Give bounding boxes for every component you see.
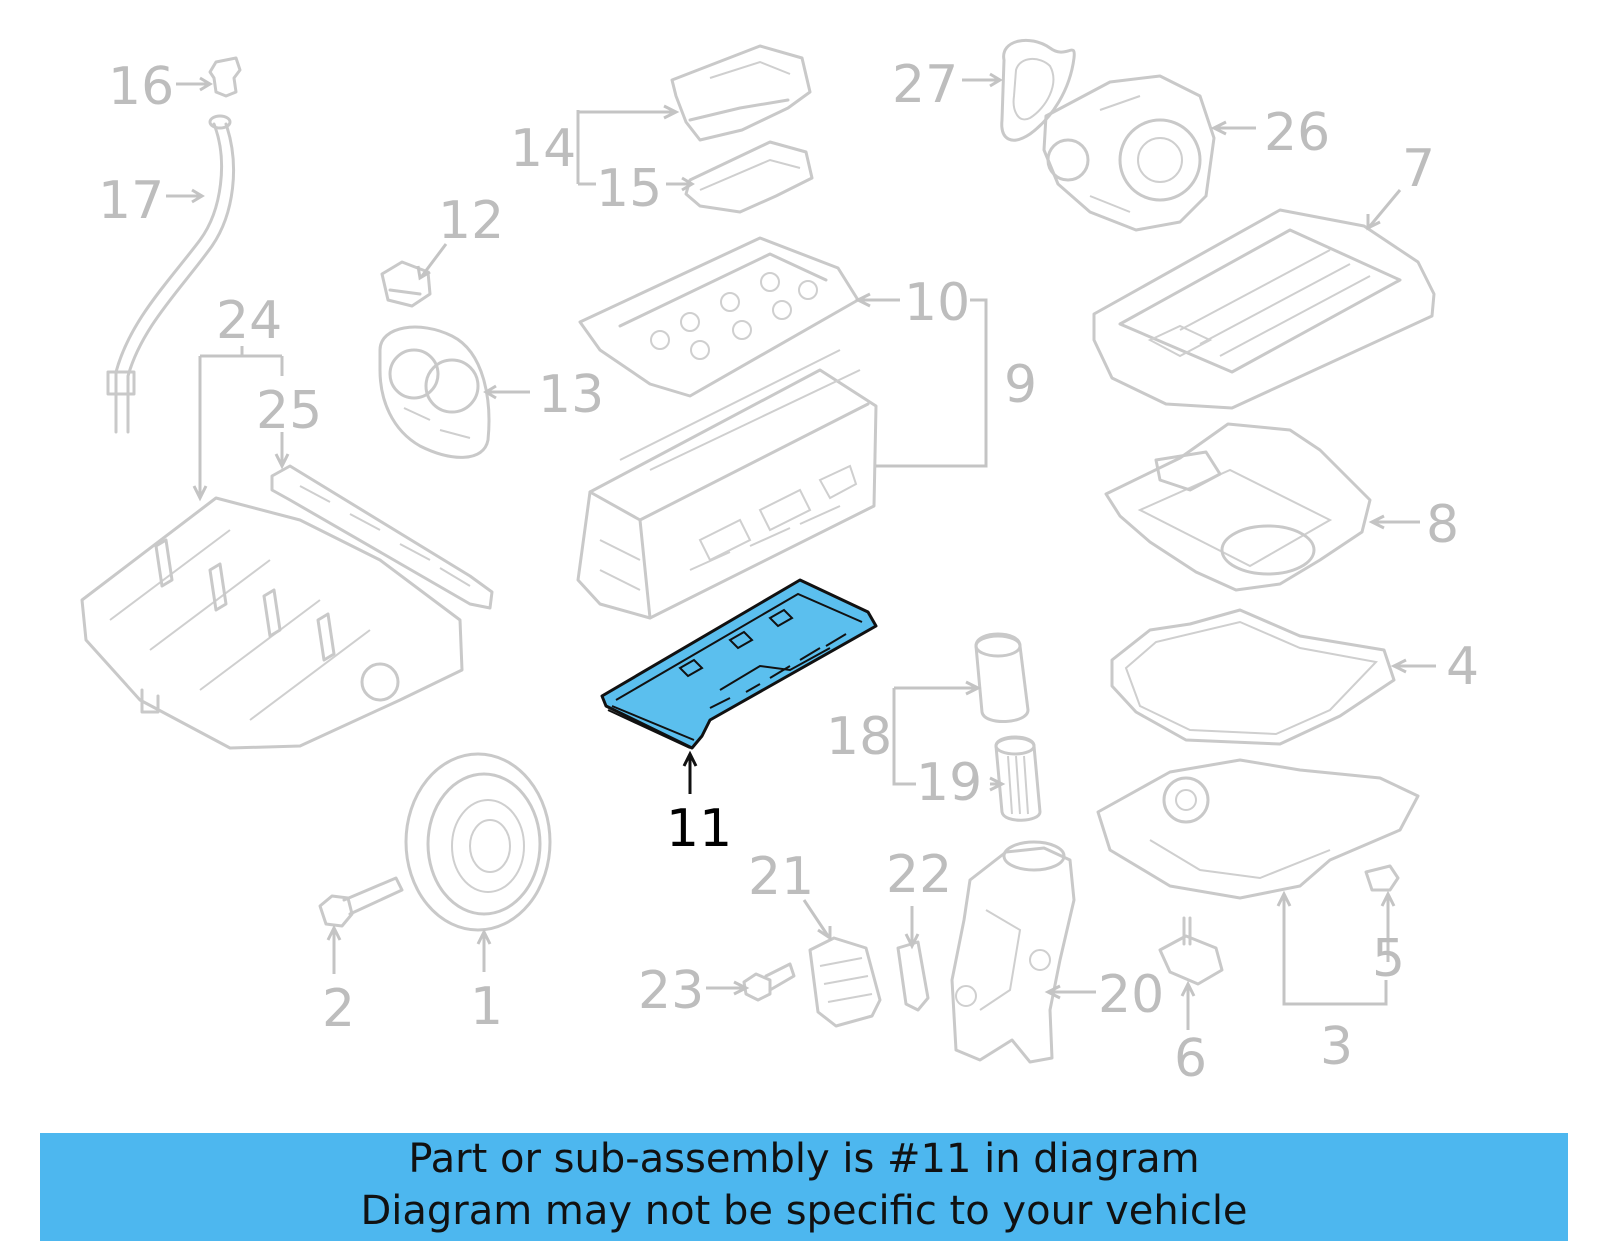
part-9-cylinder-head[interactable] xyxy=(576,349,878,620)
part-12-cap[interactable] xyxy=(380,260,432,308)
part-26-housing[interactable] xyxy=(1042,74,1216,232)
part-25-gasket[interactable] xyxy=(270,464,494,610)
callout-19: 19 xyxy=(916,753,982,813)
callout-20: 20 xyxy=(1098,965,1164,1025)
part-11-highlighted-gasket[interactable] xyxy=(600,578,878,750)
callout-23: 23 xyxy=(638,961,704,1021)
part-24-intake-manifold[interactable] xyxy=(80,496,464,750)
callout-15: 15 xyxy=(596,159,662,219)
part-23-bolt[interactable] xyxy=(742,962,796,1002)
callout-18: 18 xyxy=(826,707,892,767)
callout-12: 12 xyxy=(438,191,504,251)
callout-25: 25 xyxy=(256,381,322,441)
callout-4: 4 xyxy=(1446,637,1479,697)
callout-6: 6 xyxy=(1174,1029,1207,1089)
callout-8: 8 xyxy=(1426,495,1459,555)
callout-22: 22 xyxy=(886,845,952,905)
callout-24: 24 xyxy=(216,291,282,351)
part-10-valve-cover[interactable] xyxy=(578,236,860,398)
part-13-timing-cover[interactable] xyxy=(378,325,491,459)
callout-1: 1 xyxy=(470,977,503,1037)
part-7-bedplate[interactable] xyxy=(1092,208,1436,410)
banner-line-2: Diagram may not be specific to your vehi… xyxy=(360,1188,1248,1234)
callout-9: 9 xyxy=(1004,355,1037,415)
part-15-gasket[interactable] xyxy=(684,140,814,214)
part-19-filter-element[interactable] xyxy=(994,735,1042,822)
banner-line-1: Part or sub-assembly is #11 in diagram xyxy=(408,1136,1200,1182)
part-6-sensor[interactable] xyxy=(1158,916,1224,986)
callout-26: 26 xyxy=(1264,103,1330,163)
part-21-oil-cooler[interactable] xyxy=(808,936,882,1028)
part-16-dipstick-handle[interactable] xyxy=(208,56,242,98)
leader-lines xyxy=(166,72,1436,1030)
callout-14: 14 xyxy=(510,119,576,179)
part-5-drain-plug[interactable] xyxy=(1364,864,1400,892)
part-2-bolt[interactable] xyxy=(318,876,404,928)
part-8-pan-cover[interactable] xyxy=(1104,422,1372,592)
callout-7: 7 xyxy=(1402,139,1435,199)
callout-17: 17 xyxy=(98,171,164,231)
callout-27: 27 xyxy=(892,55,958,115)
part-17-dipstick-tube[interactable] xyxy=(106,114,235,434)
part-14-cover[interactable] xyxy=(670,44,812,142)
info-banner: Part or sub-assembly is #11 in diagram D… xyxy=(40,1133,1568,1241)
part-1-pulley[interactable] xyxy=(404,752,552,932)
part-27-gasket[interactable] xyxy=(1000,38,1076,142)
callout-numbers: 16 17 12 13 14 15 27 26 7 10 9 24 25 8 4… xyxy=(98,55,1479,1089)
callout-3: 3 xyxy=(1320,1017,1353,1077)
callout-13: 13 xyxy=(538,365,604,425)
parts-diagram: 16 17 12 13 14 15 27 26 7 10 9 24 25 8 4… xyxy=(80,38,1479,1089)
part-20-filter-housing[interactable] xyxy=(950,840,1076,1064)
part-18-oil-filter[interactable] xyxy=(974,632,1030,724)
part-22-gasket[interactable] xyxy=(896,940,930,1012)
callout-5: 5 xyxy=(1372,929,1405,989)
part-4-gasket[interactable] xyxy=(1110,608,1396,746)
callout-21: 21 xyxy=(748,847,814,907)
callout-2: 2 xyxy=(322,979,355,1039)
callout-10: 10 xyxy=(904,273,970,333)
callout-16: 16 xyxy=(108,57,174,117)
part-3-oil-pan[interactable] xyxy=(1096,758,1420,900)
callout-11: 11 xyxy=(666,799,732,859)
